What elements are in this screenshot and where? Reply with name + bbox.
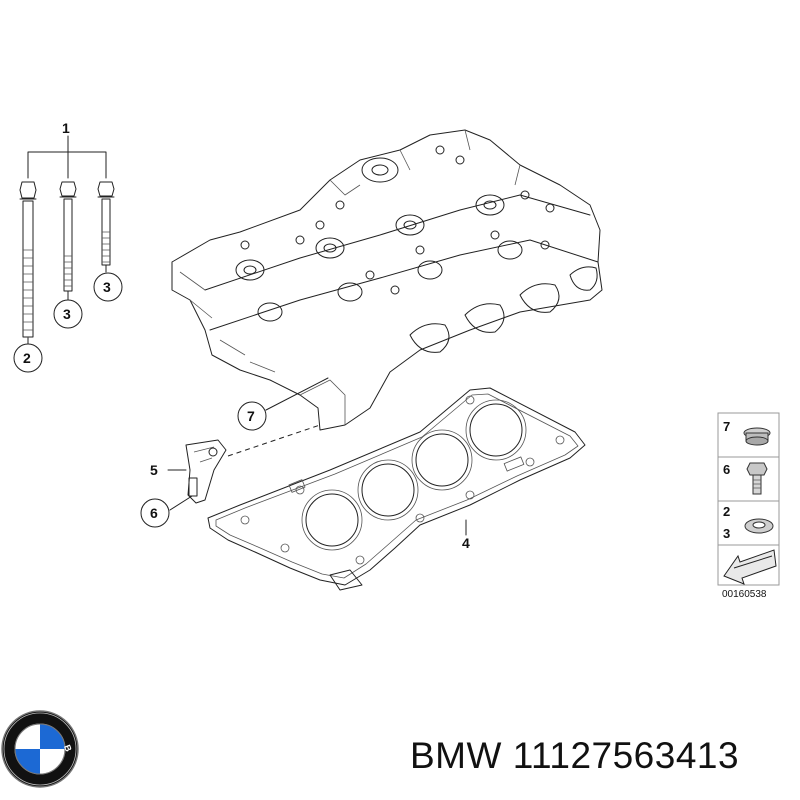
callout-label-7: 7 (247, 408, 255, 424)
callout-circle-3b (93, 272, 123, 302)
parts-legend: 7 6 2 3 00160538 (717, 412, 780, 600)
callout-circle-7 (237, 401, 267, 431)
callout-label-3a: 3 (63, 306, 71, 322)
callout-label-5: 5 (150, 462, 158, 478)
callout-label-4: 4 (462, 535, 470, 551)
direction-arrow-icon (723, 549, 777, 585)
head-bolt-heads (240, 145, 555, 295)
washer-icon (744, 518, 774, 534)
callout-circle-6 (140, 498, 170, 528)
bmw-logo: BMW (0, 0, 79, 788)
callout-label-1: 1 (62, 120, 70, 136)
bolt-long (19, 181, 37, 345)
screw-icon (746, 462, 768, 495)
callout-7: 7 (237, 377, 329, 431)
legend-number-6: 6 (723, 462, 730, 477)
legend-number-7: 7 (723, 419, 730, 434)
plug-icon (743, 427, 771, 446)
callout-label-2: 2 (23, 350, 31, 366)
part-number-label: BMW 11127563413 (410, 735, 740, 776)
callout-circle-2 (13, 343, 43, 373)
logo-letters: BMW (0, 0, 74, 754)
legend-number-2: 2 (723, 504, 730, 519)
exhaust-ports (409, 266, 598, 353)
callout-label-6: 6 (150, 505, 158, 521)
callout-circle-3a (53, 299, 83, 329)
diagram-number: 00160538 (722, 589, 767, 600)
legend-number-3: 3 (723, 526, 730, 541)
callout-label-3b: 3 (103, 279, 111, 295)
svg-text:BMW: BMW (0, 0, 74, 754)
chain-guide-bracket: 5 6 (140, 424, 321, 528)
cam-journals (235, 157, 523, 322)
bolt-middle (59, 181, 77, 301)
bolt-group: 1 2 3 3 (13, 120, 123, 373)
head-gasket: 4 (207, 387, 586, 591)
cylinder-head (171, 129, 603, 431)
bolt-short (97, 181, 115, 273)
